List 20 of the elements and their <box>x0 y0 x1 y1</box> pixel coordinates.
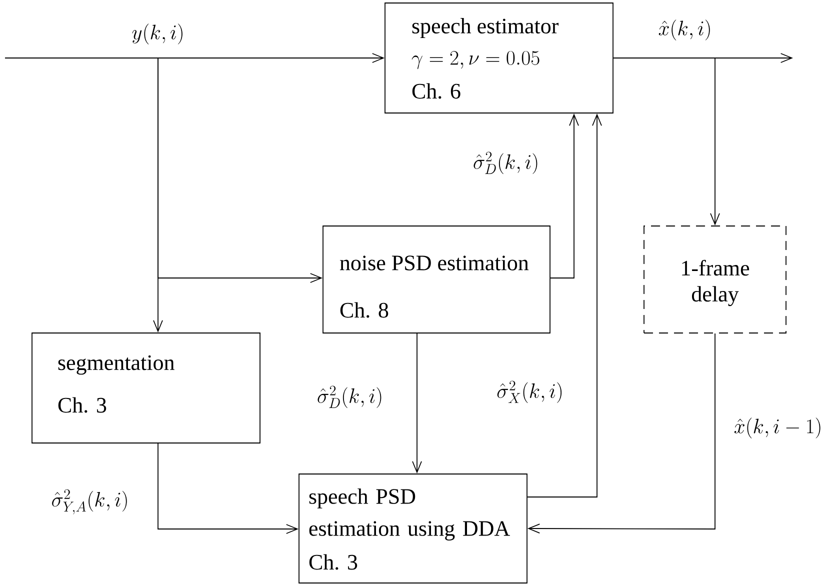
edge-label: $\hat{\sigma}_D^2(k,i)$ <box>316 385 384 409</box>
edge-label: $\hat{x}(k,i-1)$ <box>732 416 824 440</box>
process-box: speech PSD estimation using DDA Ch. 3 <box>298 474 528 584</box>
arrow <box>527 113 602 498</box>
delay-box: 1-frame delay <box>644 226 786 334</box>
process-box: speech estimator $\gamma = 2, \nu = 0.05$ Ch. 6 <box>384 2 614 114</box>
edge-label: $\hat{\sigma}_D^2(k,i)$ <box>472 151 540 175</box>
arrow <box>613 58 720 226</box>
arrow <box>550 113 579 278</box>
process-box: segmentation Ch. 3 <box>32 332 260 444</box>
arrow <box>158 443 299 534</box>
process-box: noise PSD estimation Ch. 8 <box>322 226 550 334</box>
arrow <box>527 333 716 534</box>
edge-label: $\hat{x}(k,i)$ <box>657 18 713 42</box>
edge-label: $\hat{\sigma}_{Y,A}^2(k,i)$ <box>50 488 130 516</box>
arrow <box>412 333 422 474</box>
edge-label: $y(k,i)$ <box>130 22 186 46</box>
edge-label: $\hat{\sigma}_X^2(k,i)$ <box>496 380 564 404</box>
arrow <box>4 53 385 63</box>
arrow <box>153 58 163 333</box>
